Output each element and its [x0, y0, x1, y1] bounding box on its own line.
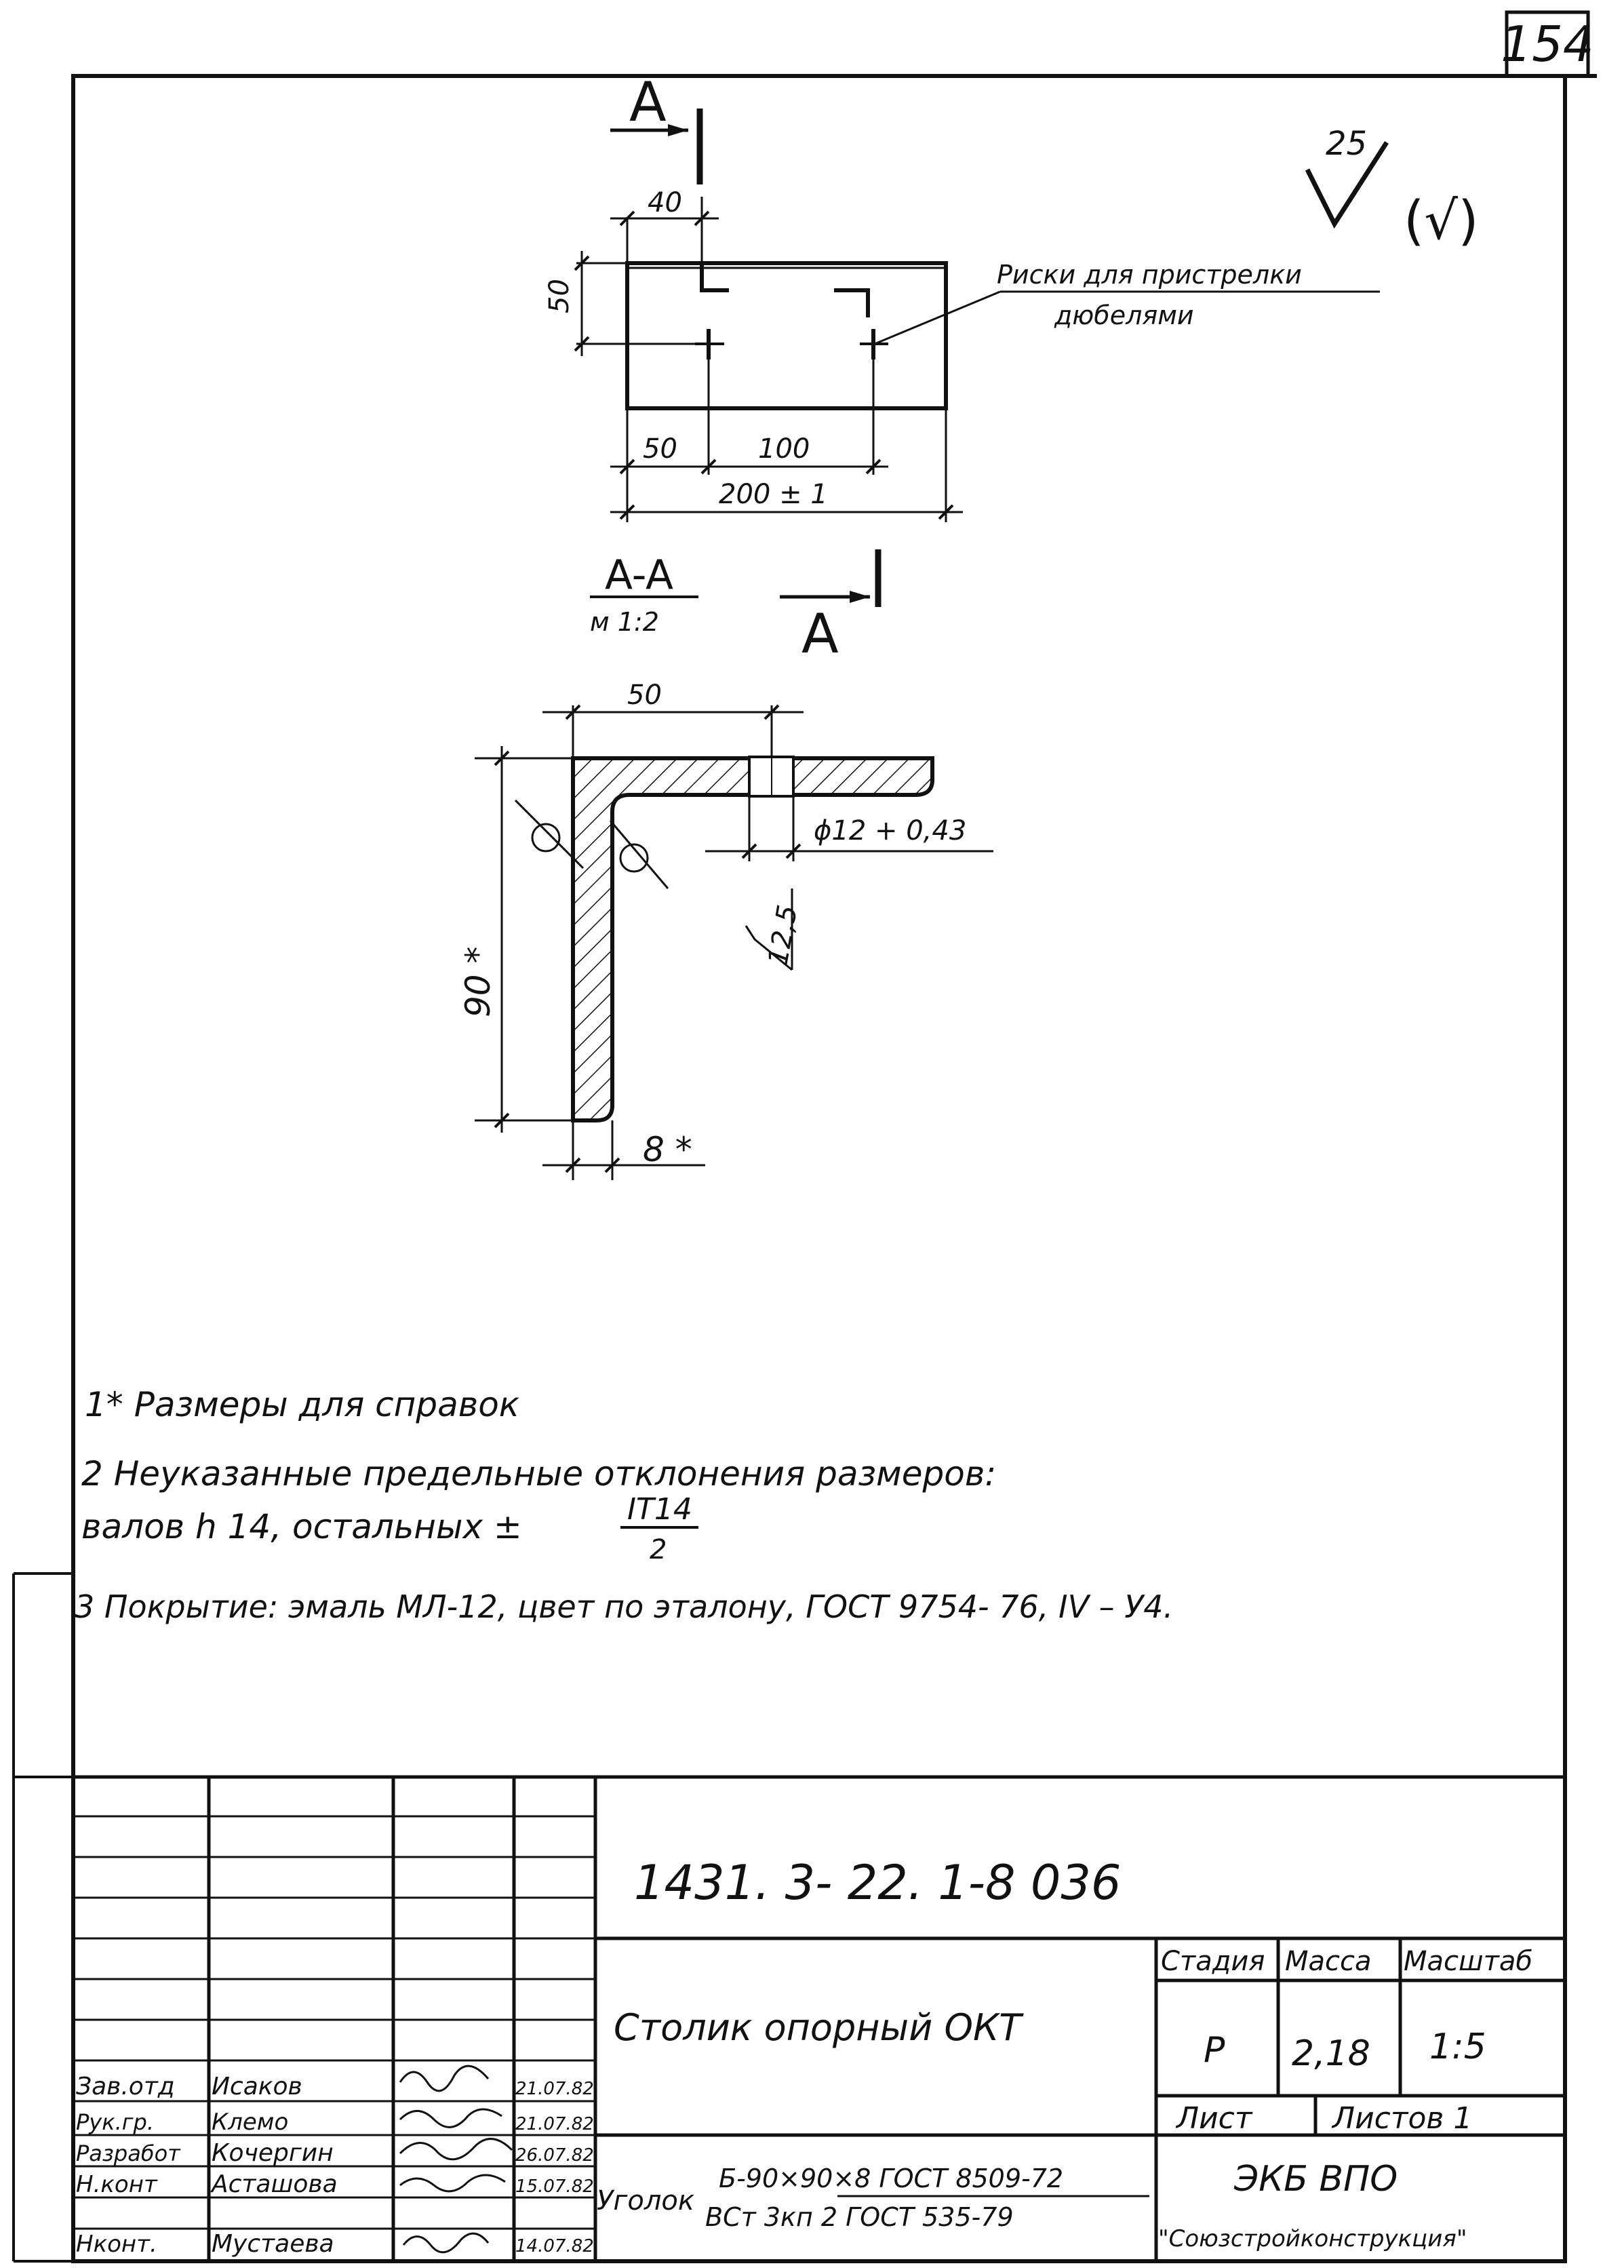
section-dim-90: 90 *	[458, 946, 498, 1017]
value-mass: 2,18	[1292, 2033, 1370, 2074]
dim-50: 50	[643, 433, 677, 465]
section-dim-8: 8 *	[643, 1130, 692, 1169]
signature-rows: Зав.отд Исаков 21.07.82 Рук.гр. Клемо 21…	[76, 2073, 594, 2258]
plan-note-line2: дюбелями	[1054, 300, 1194, 330]
value-scale: 1:5	[1429, 2027, 1486, 2067]
plan-note-line1: Риски для пристрелки	[997, 260, 1302, 290]
signature-scribbles	[399, 2065, 513, 2254]
corner-number-box: 154	[1501, 10, 1594, 78]
dim-100: 100	[758, 433, 810, 465]
sig-role: Разработ	[76, 2140, 181, 2166]
sheet-frame	[12, 74, 1597, 2263]
note-2-fraction-den: 2	[650, 1534, 667, 1565]
sig-date: 21.07.82	[515, 2079, 594, 2099]
roughness-value: 25	[1326, 125, 1367, 163]
org-name-2: "Союзстройконструкция"	[1158, 2225, 1467, 2252]
note-2b: валов h 14, остальных ±	[81, 1507, 522, 1546]
org-name-1: ЭКБ ВПО	[1233, 2159, 1398, 2199]
doc-number: 1431. 3- 22. 1-8 036	[634, 1855, 1121, 1911]
sig-name: Кочергин	[212, 2139, 334, 2167]
section-mark-top: A	[629, 71, 667, 134]
value-stage: Р	[1204, 2030, 1225, 2071]
note-1: 1* Размеры для справок	[85, 1385, 519, 1424]
header-mass: Масса	[1285, 1946, 1372, 1977]
surface-finish-symbol: 25 (√)	[1305, 125, 1479, 252]
sig-name: Мустаева	[212, 2230, 334, 2258]
sig-date: 14.07.82	[515, 2236, 594, 2256]
angle-profile	[571, 756, 934, 1122]
notes-block: 1* Размеры для справок 2 Неуказанные пре…	[75, 1385, 1173, 1625]
plate-outline	[625, 261, 948, 410]
sig-name: Асташова	[210, 2170, 338, 2198]
part-name: Столик опорный ОКТ	[614, 2006, 1024, 2049]
section-scale: м 1:2	[590, 607, 659, 637]
sig-role: Зав.отд	[76, 2073, 175, 2100]
dim-200: 200 ± 1	[719, 479, 828, 510]
note-2: 2 Неуказанные предельные отклонения разм…	[81, 1454, 996, 1493]
sig-role: Рук.гр.	[76, 2109, 154, 2135]
dim-40: 40	[648, 187, 682, 218]
roughness-general: (√)	[1404, 191, 1479, 252]
header-scale: Масштаб	[1404, 1946, 1532, 1977]
roughness-12-5: 12,5	[763, 903, 804, 968]
corner-sheet-number: 154	[1501, 16, 1593, 73]
section-title: A-A	[605, 551, 673, 599]
sig-date: 21.07.82	[515, 2114, 594, 2134]
sheets-label: Листов 1	[1331, 2101, 1472, 2136]
section-dim-50: 50	[627, 680, 662, 711]
sig-date: 15.07.82	[515, 2176, 594, 2197]
header-stage: Стадия	[1161, 1946, 1265, 1977]
note-3: 3 Покрытие: эмаль МЛ-12, цвет по эталону…	[75, 1588, 1173, 1625]
sig-role: Нконт.	[76, 2231, 157, 2258]
title-block: 1431. 3- 22. 1-8 036 Столик опорный ОКТ …	[73, 1775, 1565, 2261]
material-label: Уголок	[597, 2185, 694, 2216]
section-mark-bottom: A	[801, 602, 839, 665]
dim-50-vertical: 50	[544, 279, 575, 313]
sig-date: 26.07.82	[515, 2145, 594, 2166]
note-2-fraction-num: IT14	[627, 1492, 692, 1527]
sig-name: Клемо	[212, 2109, 288, 2136]
sheet-label: Лист	[1175, 2101, 1253, 2136]
section-view: A-A м 1:2 A 50 90 * 8 *	[458, 549, 993, 1180]
sig-name: Исаков	[212, 2073, 302, 2100]
hole-dim: ϕ12 + 0,43	[814, 815, 966, 846]
plan-view: A 40 50 50	[544, 71, 1380, 522]
material-bottom: ВСт 3кп 2 ГОСТ 535-79	[705, 2202, 1014, 2232]
material-top: Б-90×90×8 ГОСТ 8509-72	[719, 2164, 1063, 2193]
sig-role: Н.конт	[76, 2171, 158, 2198]
